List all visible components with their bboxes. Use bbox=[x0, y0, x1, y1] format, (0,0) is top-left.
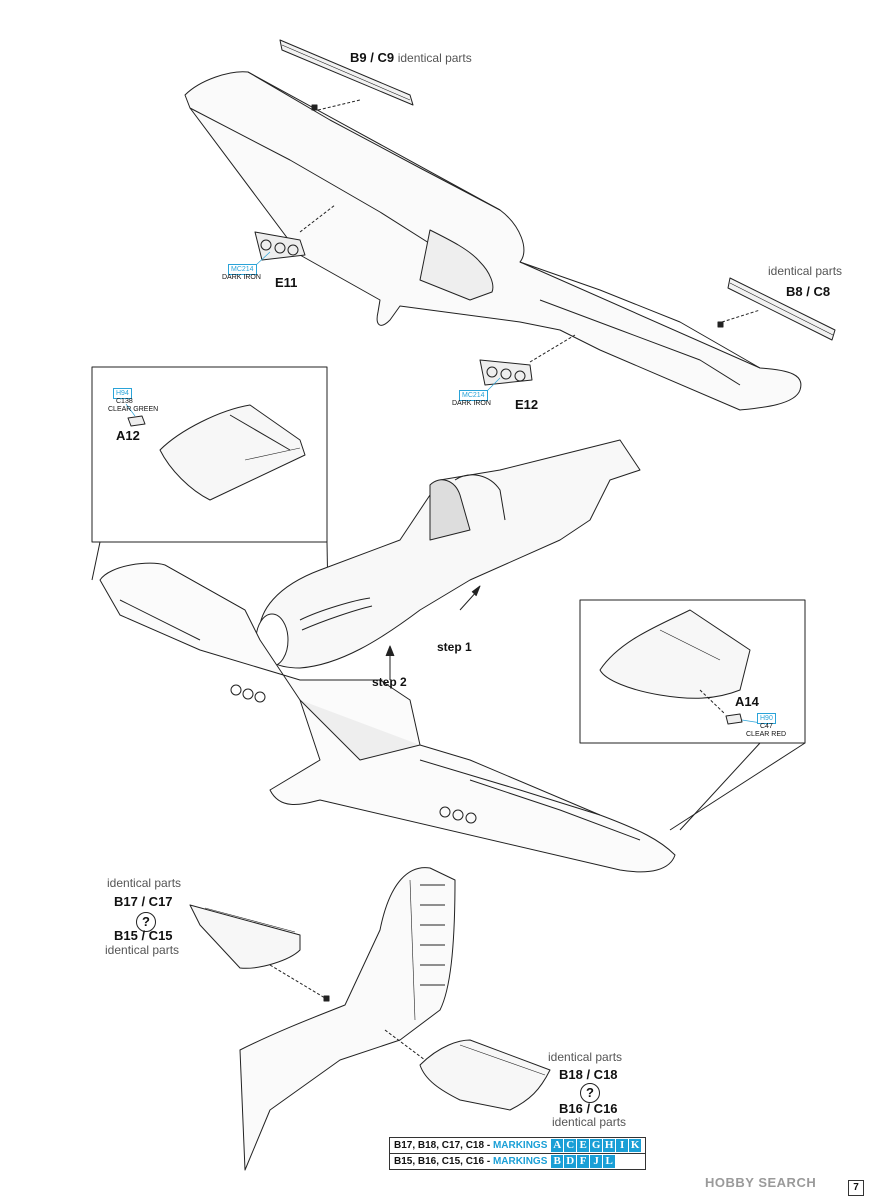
tail-right-note-top: identical parts bbox=[548, 1050, 623, 1064]
e11-paint-code: MC214 bbox=[228, 264, 257, 275]
tail-right-part-a: B18 / C18 bbox=[559, 1067, 618, 1082]
marking-letter: F bbox=[577, 1155, 590, 1168]
markings-parts: B15, B16, C15, C16 - bbox=[394, 1156, 493, 1167]
right-flap-note: identical parts bbox=[768, 264, 843, 278]
marking-letter: D bbox=[564, 1155, 577, 1168]
a12-part-label: A12 bbox=[116, 428, 140, 443]
watermark: HOBBY SEARCH bbox=[705, 1175, 817, 1190]
a14-paint-name: CLEAR RED bbox=[746, 731, 787, 738]
marking-letter: L bbox=[603, 1155, 616, 1168]
a12-paint-code-2: C138 bbox=[116, 398, 133, 405]
step-1-label: step 1 bbox=[437, 640, 472, 654]
a14-part-label: A14 bbox=[735, 694, 759, 709]
marking-letter: J bbox=[590, 1155, 603, 1168]
tail-left-part-a: B17 / C17 bbox=[114, 894, 173, 909]
marking-letter: G bbox=[590, 1139, 603, 1152]
markings-word: MARKINGS bbox=[492, 1156, 548, 1167]
marking-letter: A bbox=[551, 1139, 564, 1152]
flap-part-label-b9-c9: B9 / C9 identical parts bbox=[350, 50, 472, 65]
tail-left-part-b: B15 / C15 bbox=[114, 928, 173, 943]
marking-letter: C bbox=[564, 1139, 577, 1152]
step-2-label: step 2 bbox=[372, 675, 407, 689]
flap-part-number: B9 / C9 bbox=[350, 50, 395, 65]
e12-part-label: E12 bbox=[515, 397, 539, 412]
tail-right-part-b: B16 / C16 bbox=[559, 1101, 618, 1116]
tail-right-note-bottom: identical parts bbox=[552, 1115, 627, 1129]
marking-letter: K bbox=[629, 1139, 642, 1152]
marking-letter: I bbox=[616, 1139, 629, 1152]
a14-paint-code-2: C47 bbox=[760, 723, 773, 730]
e11-paint-name: DARK IRON bbox=[222, 274, 261, 281]
question-icon: ? bbox=[580, 1083, 600, 1103]
flap-note: identical parts bbox=[397, 51, 472, 65]
fuselage-drawing bbox=[99, 439, 676, 873]
e12-paint-code: MC214 bbox=[459, 390, 488, 401]
top-wing-drawing bbox=[184, 39, 836, 411]
e12-paint-name: DARK IRON bbox=[452, 400, 491, 407]
a12-paint-code: H94 bbox=[113, 388, 132, 399]
marking-letter: B bbox=[551, 1155, 564, 1168]
marking-letter: E bbox=[577, 1139, 590, 1152]
right-flap-part: B8 / C8 bbox=[786, 284, 831, 299]
page-number: 7 bbox=[848, 1180, 864, 1196]
tail-drawing bbox=[189, 867, 551, 1171]
e11-part-label: E11 bbox=[275, 275, 298, 290]
markings-parts: B17, B18, C17, C18 - bbox=[394, 1140, 493, 1151]
tail-left-note-bottom: identical parts bbox=[105, 943, 180, 957]
a12-paint-name: CLEAR GREEN bbox=[108, 406, 159, 413]
markings-word: MARKINGS bbox=[492, 1140, 548, 1151]
marking-letter: H bbox=[603, 1139, 616, 1152]
a14-paint-code: H90 bbox=[757, 713, 776, 724]
question-icon: ? bbox=[136, 912, 156, 932]
tail-left-note-top: identical parts bbox=[107, 876, 182, 890]
